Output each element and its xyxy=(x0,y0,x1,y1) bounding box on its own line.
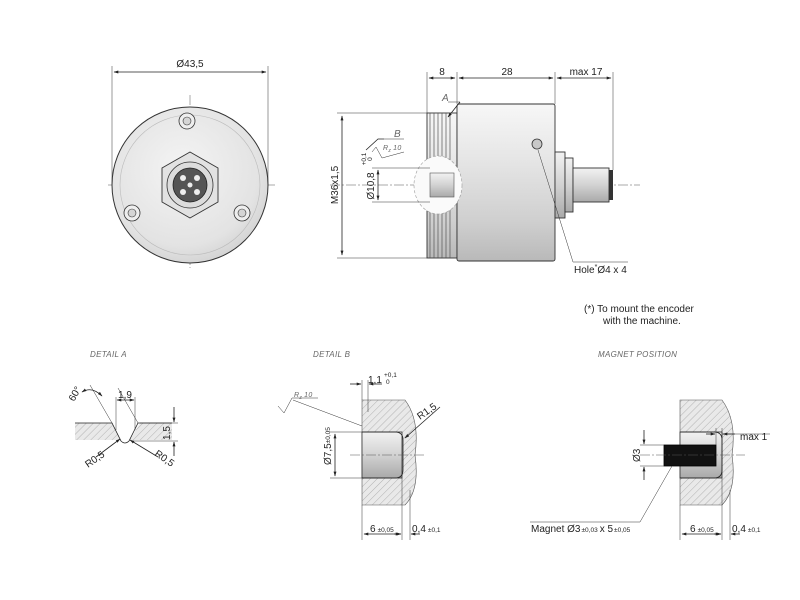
detail-a: DETAIL A 60° 1,9 1,5 R0,5 R0,5 xyxy=(67,350,178,470)
detail-a-width: 1,9 xyxy=(118,390,132,401)
encoder-body xyxy=(456,103,556,262)
dim-8: 8 xyxy=(439,67,445,78)
hole-label: Hole*Ø4 x 4 xyxy=(574,264,627,276)
mount-screw xyxy=(178,112,196,130)
magnet-len-04: 0,4±0,1 xyxy=(732,524,761,535)
detail-b-depth-tol-upper: +0,1 xyxy=(384,372,397,379)
bore-tol-upper: +0,1 xyxy=(361,152,368,165)
mount-note-line1: (*) To mount the encoder xyxy=(584,304,695,315)
detail-a-radius-right: R0,5 xyxy=(152,448,176,469)
mount-hole xyxy=(531,138,543,150)
thread-label: M36x1,5 xyxy=(330,165,341,204)
mount-screw xyxy=(123,204,141,222)
detail-b-radius: R1,5 xyxy=(415,401,439,422)
dim-max17: max 17 xyxy=(570,67,603,78)
label-b: B xyxy=(394,129,401,140)
detail-a-angle: 60° xyxy=(67,385,84,404)
detail-b-len-04: 0,4±0,1 xyxy=(412,524,441,535)
magnet-title: MAGNET POSITION xyxy=(598,350,677,359)
detail-b-depth-tol-lower: 0 xyxy=(386,379,390,386)
bore-tol-lower: 0 xyxy=(367,157,374,161)
front-diameter-label: Ø43,5 xyxy=(176,59,204,70)
detail-b-depth: 1,1 xyxy=(368,375,382,386)
detail-a-radius-left: R0,5 xyxy=(83,449,107,470)
magnet-len-6: 6±0,05 xyxy=(690,524,714,535)
detail-b-diameter: Ø7,5±0,05 xyxy=(323,427,334,465)
detail-a-title: DETAIL A xyxy=(90,350,127,359)
detail-b-title: DETAIL B xyxy=(313,350,351,359)
detail-b-len-6: 6±0,05 xyxy=(370,524,394,535)
magnet-max1: max 1 xyxy=(740,432,768,443)
front-view: Ø43,5 xyxy=(108,59,275,268)
m12-connector xyxy=(161,151,219,219)
mount-note-line2: with the machine. xyxy=(602,316,681,327)
magnet-diameter: Ø3 xyxy=(632,448,643,462)
bore-diameter: Ø10,8 xyxy=(366,172,377,200)
connector-plug xyxy=(572,167,610,203)
label-a: A xyxy=(441,93,449,104)
dim-28: 28 xyxy=(501,67,513,78)
magnet xyxy=(663,444,717,467)
detail-a-height: 1,5 xyxy=(162,426,173,440)
mount-screw xyxy=(233,204,251,222)
